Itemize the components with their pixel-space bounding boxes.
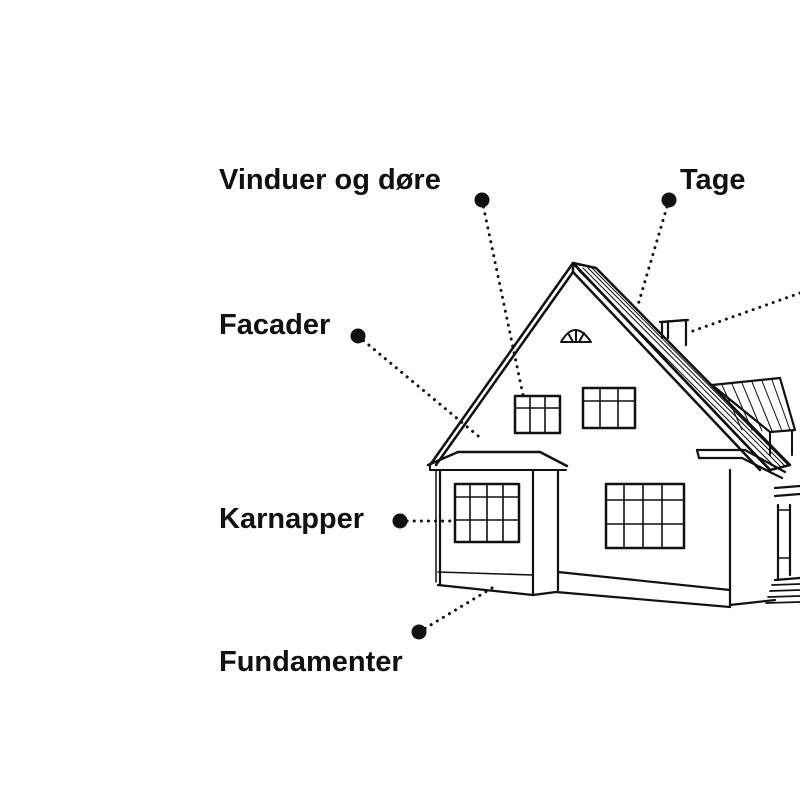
label-windows-doors: Vinduer og døre <box>219 164 441 196</box>
label-foundations: Fundamenter <box>219 646 403 678</box>
upper-window-right <box>581 386 637 430</box>
right-eave <box>695 448 800 582</box>
label-bay-windows: Karnapper <box>219 503 365 535</box>
leader-dots <box>350 192 677 640</box>
entrance-steps <box>765 583 800 604</box>
cross-gable-roof <box>710 376 797 456</box>
leader-lines <box>356 198 800 634</box>
main-gable <box>428 261 772 472</box>
main-walls <box>554 468 777 609</box>
dot-bay-windows <box>392 513 408 529</box>
upper-window-left <box>513 394 562 435</box>
leader-windows-doors <box>480 198 525 397</box>
dot-facades <box>350 328 366 344</box>
leader-facades <box>356 334 485 442</box>
ground-floor-window <box>604 482 686 550</box>
arched-attic-window <box>560 329 592 343</box>
dot-windows-doors <box>474 192 490 208</box>
dot-foundations <box>411 624 427 640</box>
bay-window <box>426 450 569 597</box>
roof-right-slope <box>571 261 792 472</box>
label-roofs: Tage <box>680 164 746 196</box>
leader-chimney <box>688 291 800 334</box>
label-facades: Facader <box>219 309 331 341</box>
dot-roofs <box>661 192 677 208</box>
chimney <box>658 318 690 347</box>
leader-roofs <box>636 198 671 307</box>
leader-foundations <box>417 583 499 634</box>
